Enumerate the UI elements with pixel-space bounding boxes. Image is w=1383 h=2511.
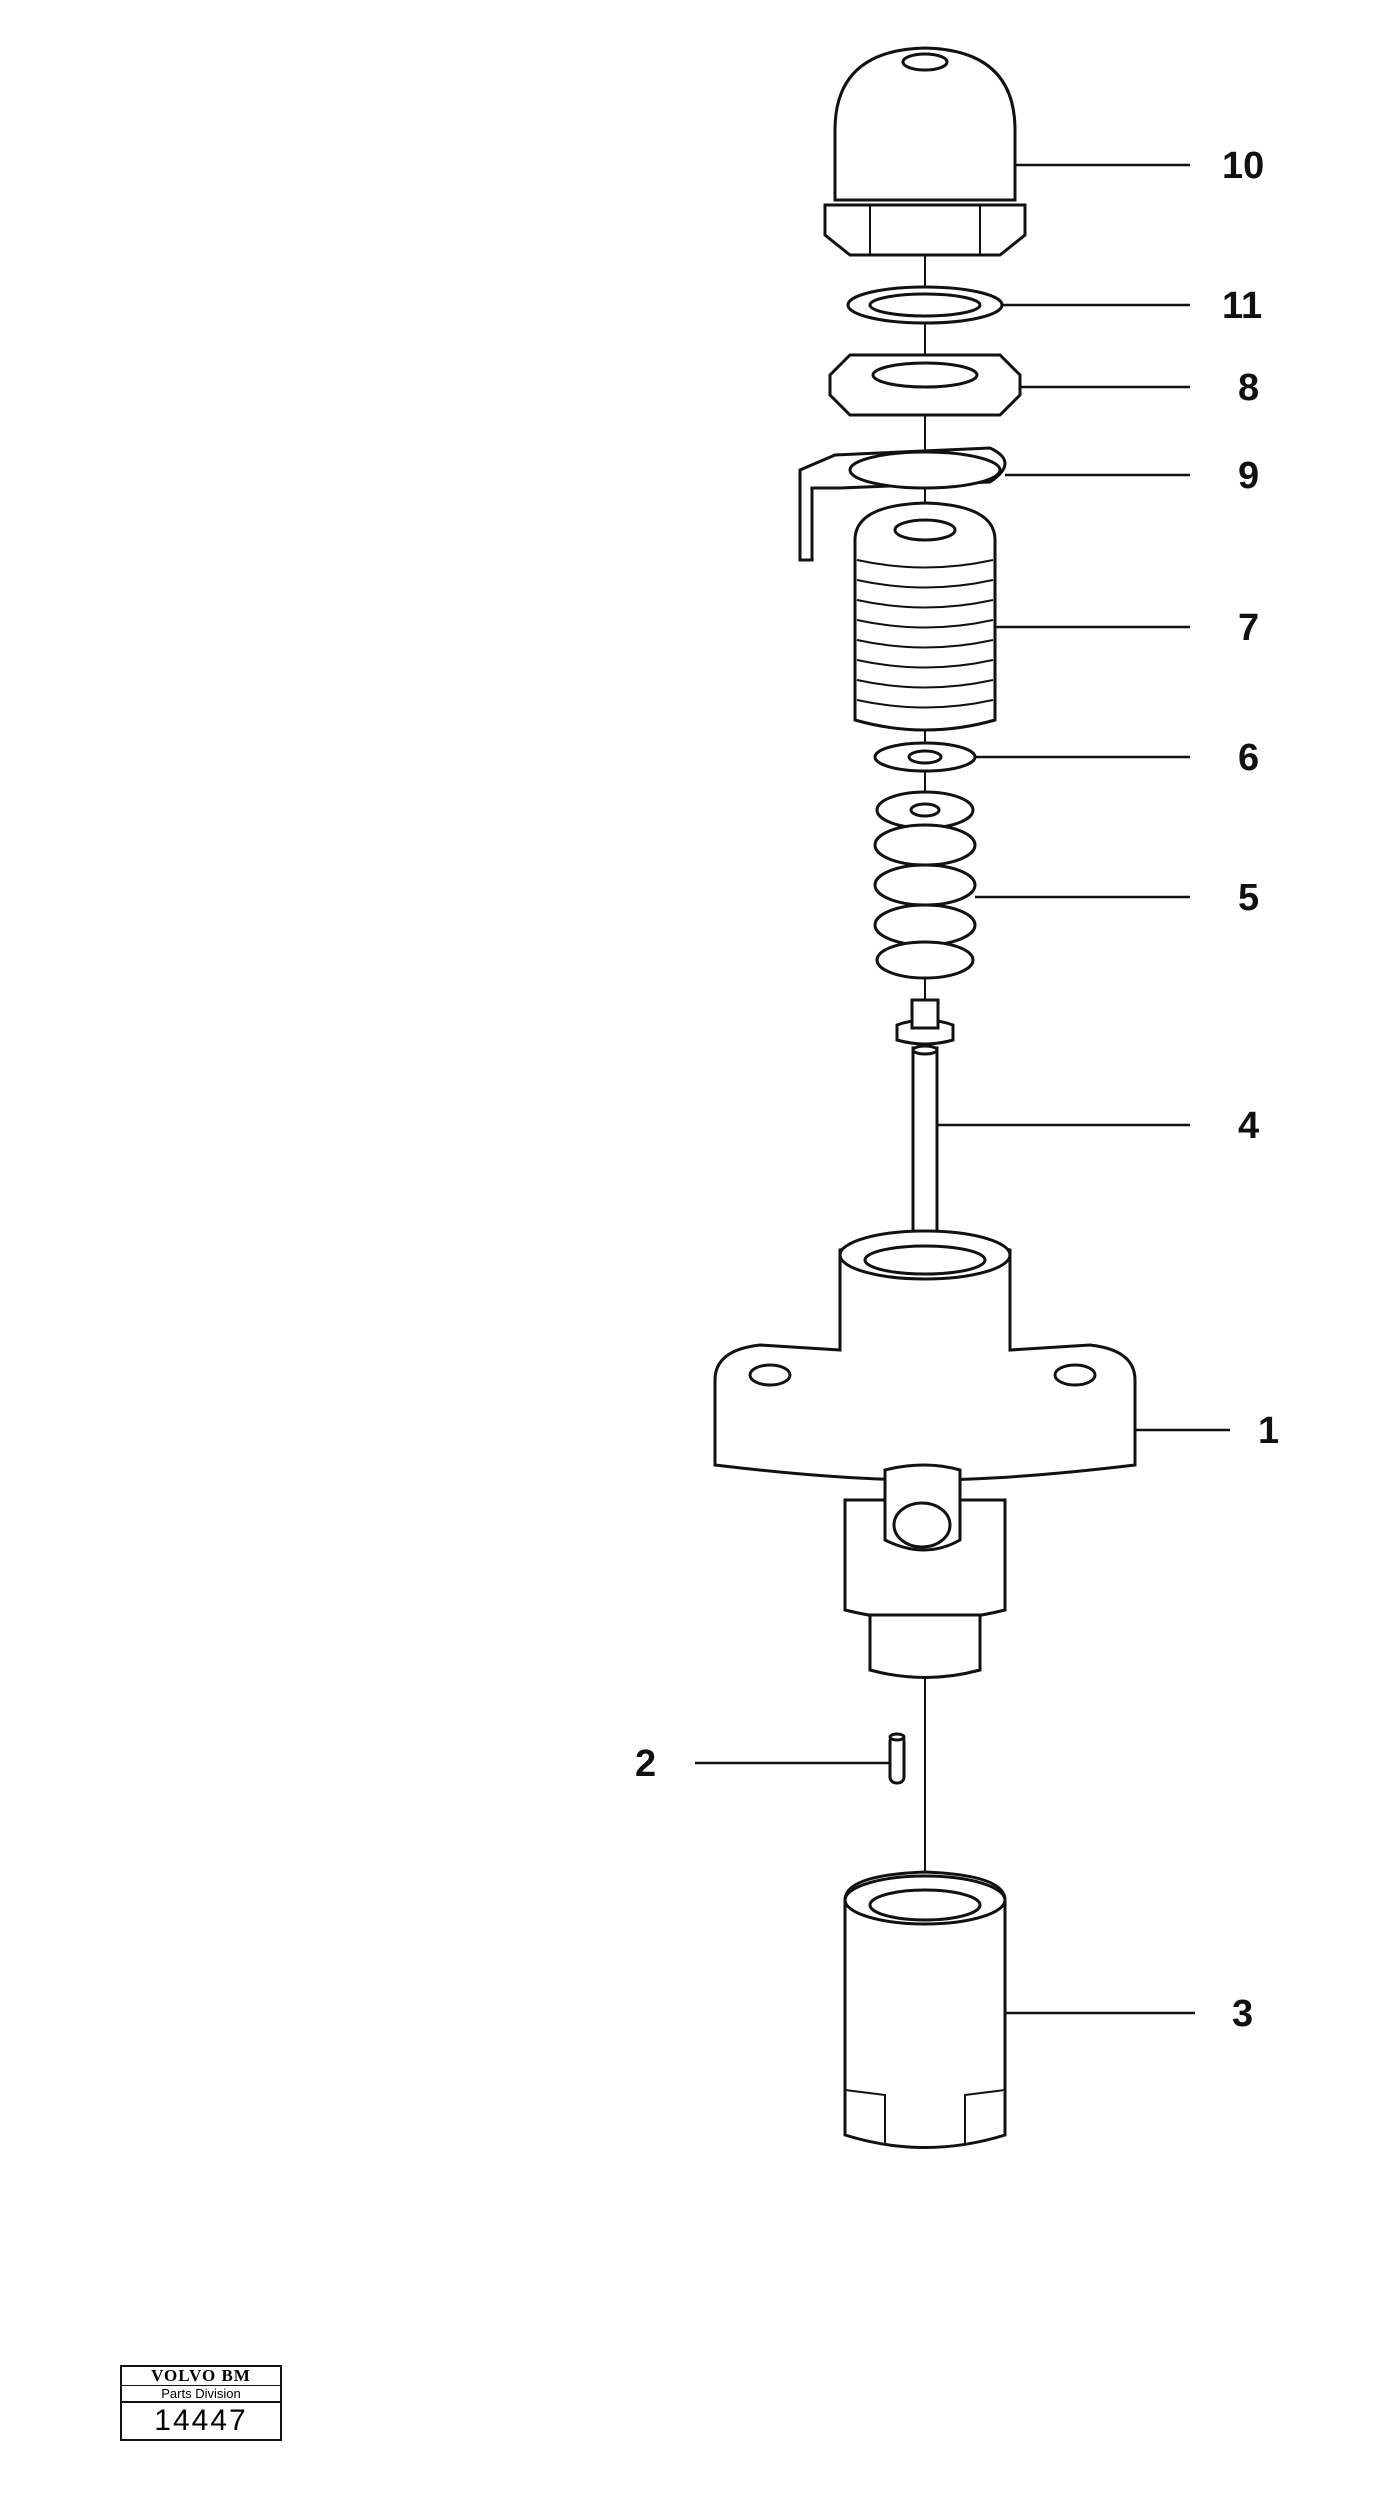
part-4-spindle bbox=[895, 998, 955, 1260]
callout-1: 1 bbox=[1258, 1410, 1279, 1452]
part-7-adjusting-screw bbox=[853, 501, 997, 732]
part-5-spring bbox=[873, 790, 977, 980]
callout-4: 4 bbox=[1238, 1105, 1259, 1147]
stamp-brand: VOLVO BM bbox=[122, 2367, 280, 2386]
part-3-nozzle-nut bbox=[843, 1870, 1007, 2149]
callout-6: 6 bbox=[1238, 737, 1259, 779]
part-11-washer bbox=[846, 285, 1004, 325]
leader-lines bbox=[695, 163, 1230, 2015]
callout-labels: 10 11 8 9 7 6 5 4 1 2 3 bbox=[635, 145, 1279, 2035]
callout-11: 11 bbox=[1222, 285, 1262, 327]
stamp-number: 14447 bbox=[154, 2404, 248, 2437]
part-6-washer bbox=[873, 741, 977, 773]
callout-10: 10 bbox=[1222, 145, 1264, 187]
callout-7: 7 bbox=[1238, 607, 1259, 649]
callout-5: 5 bbox=[1238, 877, 1259, 919]
part-8-lock-nut bbox=[828, 353, 1022, 417]
callout-9: 9 bbox=[1238, 455, 1259, 497]
part-2-pin bbox=[888, 1732, 906, 1785]
callout-3: 3 bbox=[1232, 1993, 1253, 2035]
part-10-cap-nut bbox=[823, 46, 1027, 257]
callout-8: 8 bbox=[1238, 367, 1259, 409]
part-9-locking-plate bbox=[798, 446, 1007, 562]
callout-2: 2 bbox=[635, 1743, 656, 1785]
parts-division-stamp: VOLVO BM Parts Division 14447 bbox=[120, 2365, 282, 2441]
stamp-division: Parts Division bbox=[122, 2386, 280, 2403]
part-1-injector-body bbox=[713, 1229, 1137, 1679]
